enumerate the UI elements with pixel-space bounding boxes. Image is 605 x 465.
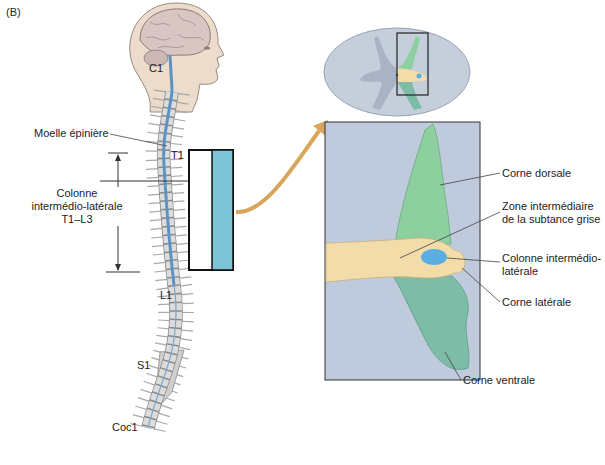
bracket-tick — [108, 153, 128, 154]
intermediate-zone — [326, 238, 465, 282]
eye — [204, 46, 210, 49]
cord-cross-section — [324, 28, 470, 116]
vertebra-level: S1 — [137, 359, 150, 372]
region-frame — [189, 150, 233, 270]
intermediolateral-column-small — [417, 74, 422, 79]
gray-matter-left — [360, 36, 397, 110]
part-label: Corne ventrale — [463, 374, 535, 387]
spine — [148, 55, 184, 428]
bracket-arrowhead — [115, 264, 121, 271]
spinal-cord — [164, 55, 174, 285]
bracket-arrowhead — [115, 154, 121, 161]
leader-line — [400, 212, 500, 258]
part-label: Zone intermédiaire de la subtance grise — [502, 200, 605, 226]
ventral-horn-small — [397, 82, 422, 110]
leader-line — [447, 258, 500, 262]
leader-line — [462, 268, 500, 302]
bracket-tick — [106, 272, 140, 273]
dorsal-horn-small — [397, 36, 420, 70]
vertebra-level: L1 — [160, 289, 172, 302]
intermediate-zone-small — [397, 68, 427, 82]
leader-line — [445, 352, 461, 380]
structure-name: Moelle épinière — [34, 127, 109, 140]
zoom-arrow — [236, 131, 319, 212]
zoom-panel — [325, 122, 480, 380]
part-label: Corne latérale — [502, 296, 571, 309]
region-highlight — [212, 150, 233, 270]
intermediolateral-column — [421, 249, 447, 265]
level-line — [100, 181, 190, 182]
dorsal-horn — [395, 124, 451, 244]
vertebra-level: Coc1 — [112, 421, 138, 434]
vertebra-level: T1 — [171, 149, 184, 162]
part-label: Corne dorsale — [502, 167, 571, 180]
leader-line — [440, 173, 500, 185]
white-matter — [324, 28, 470, 116]
leader-line — [110, 134, 167, 146]
ventral-horn — [392, 274, 469, 370]
zoom-frame-small — [397, 33, 428, 95]
cauda-equina — [148, 285, 176, 428]
zoom-frame — [325, 122, 480, 380]
panel-letter: (B) — [6, 6, 21, 19]
leader-lines — [400, 173, 500, 380]
brain — [140, 9, 210, 55]
part-label: Colonne intermédio-latérale — [502, 252, 602, 278]
brain-gyri — [146, 14, 204, 48]
vertebra-level: C1 — [149, 62, 163, 75]
region-name: Colonne intermédio-latérale T1–L3 — [28, 187, 126, 226]
